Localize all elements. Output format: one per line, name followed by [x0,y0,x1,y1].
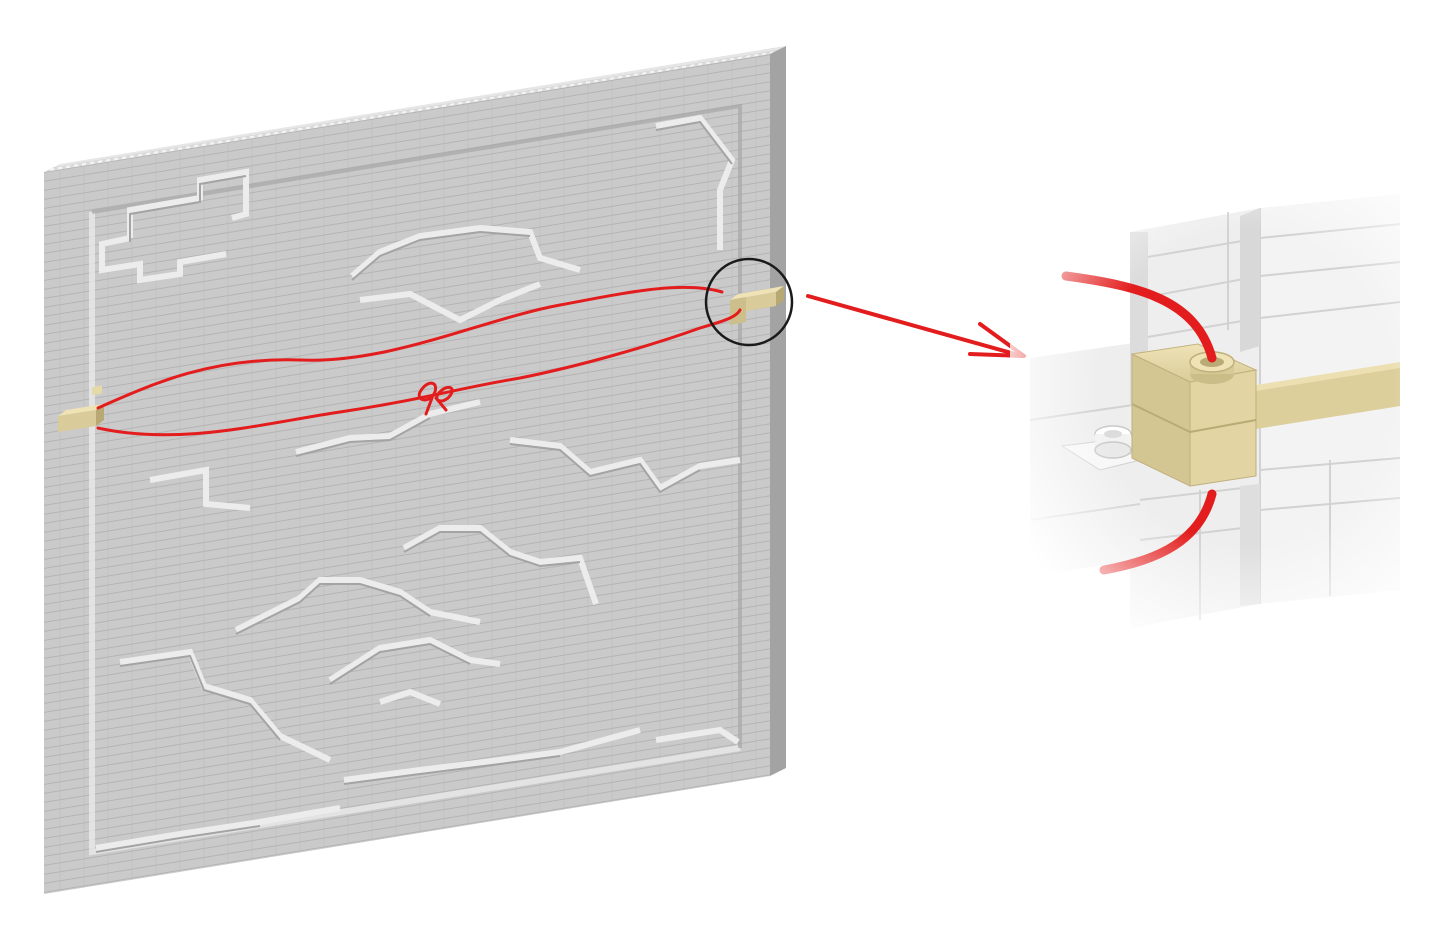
string-knot-icon [417,381,454,416]
wall-top-studs [44,46,786,172]
arrow-right-icon [806,294,1026,358]
wall-right-side [770,46,786,776]
callout-circle-icon [704,257,794,347]
hanger-detail-closeup-icon [1010,180,1440,640]
red-hanging-string-icon [96,285,742,437]
tan-hanger-brick-icon [58,385,104,432]
tan-hanger-brick-icon [730,286,784,325]
wall-relief-pattern [95,114,741,853]
brick-wall-panel [44,46,786,894]
